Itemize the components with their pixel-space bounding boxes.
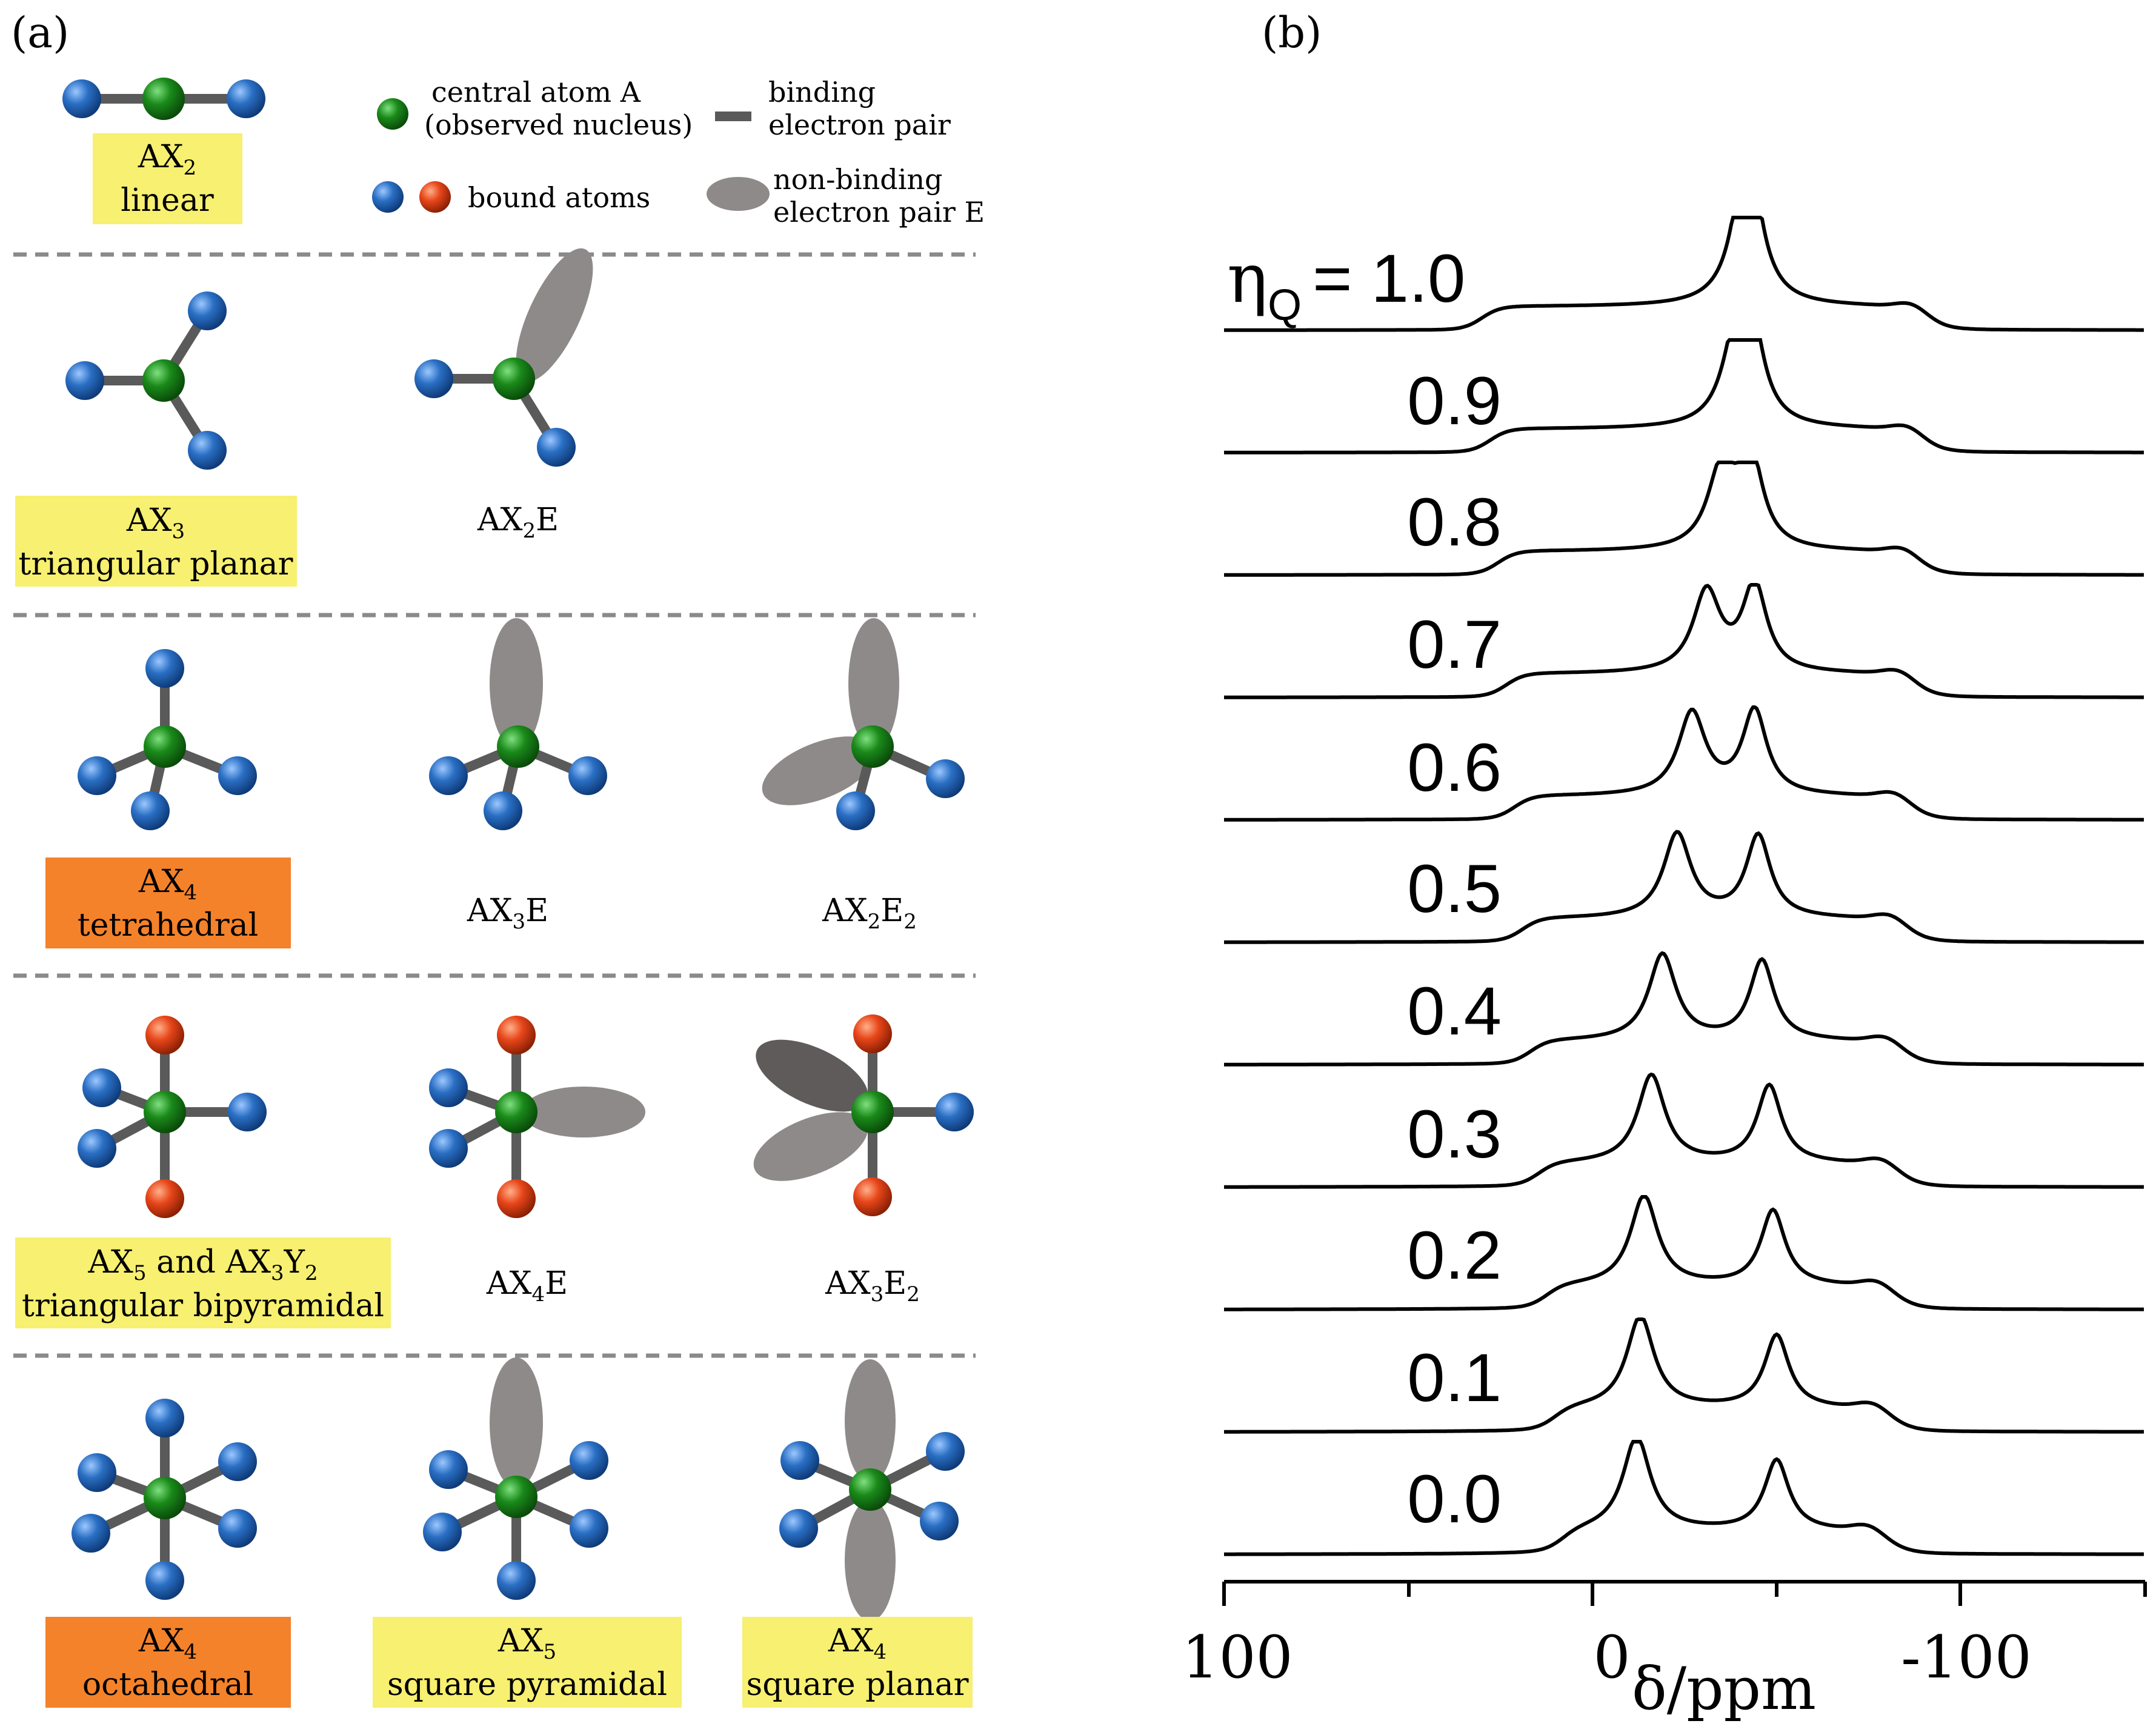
label-boxes	[15, 133, 973, 1708]
molecule-ax5	[78, 1016, 267, 1218]
molecule-labels: AX2 linear AX3 triangular planar AX2E AX…	[19, 139, 969, 1703]
series-label-0.2: 0.2	[1407, 1217, 1502, 1293]
series-label-0.9: 0.9	[1407, 363, 1502, 439]
series-labels: 0.9 0.8 0.7 0.6 0.5 0.4 0.3 0.2 0.1 0.0	[1407, 363, 1502, 1537]
legend-nonbinding-line2: electron pair E	[773, 196, 985, 228]
molecule-ax3	[65, 291, 227, 470]
label-ax4sq-name: AX4	[828, 1623, 887, 1664]
spectrum-eta-0.1	[1224, 1317, 2144, 1434]
molecule-ax3e2	[753, 1014, 974, 1216]
label-ax2e: AX2E	[477, 502, 559, 543]
legend-nonbinding-line1: non-binding	[773, 163, 943, 196]
legend: central atom A (observed nucleus) bound …	[372, 76, 985, 228]
legend-bound-blue-icon	[372, 181, 404, 213]
box-ax3	[15, 496, 297, 587]
x-axis	[1222, 1580, 2147, 1606]
legend-bound-text: bound atoms	[468, 181, 650, 214]
label-ax2-geom: linear	[121, 182, 214, 219]
box-ax4-octahedral	[45, 1617, 291, 1708]
molecule-ax5-square-pyramidal	[423, 1357, 608, 1600]
spectrum-eta-0.9	[1224, 338, 2144, 455]
label-ax3e: AX3E	[467, 893, 548, 934]
series-label-0.8: 0.8	[1407, 484, 1502, 560]
series-label-0.1: 0.1	[1407, 1340, 1502, 1416]
label-ax3-geom: triangular planar	[19, 546, 293, 582]
label-ax5-name: AX5 and AX3Y2	[87, 1244, 318, 1285]
label-ax5-geom: triangular bipyramidal	[22, 1288, 384, 1324]
x-tick-labels: 100 0 -100	[1182, 1623, 2031, 1691]
spectrum-eta-0.3	[1224, 1072, 2144, 1189]
legend-central-atom-icon	[377, 98, 408, 130]
spectrum-eta-0.8	[1224, 461, 2144, 577]
spectrum-eta-0.4	[1224, 951, 2144, 1067]
box-ax4-square-planar	[742, 1617, 973, 1708]
row-dividers	[13, 252, 976, 1358]
legend-central-line1: central atom A	[431, 76, 641, 108]
spectra-plot	[1224, 216, 2144, 1556]
series-label-0.0: 0.0	[1407, 1461, 1502, 1537]
molecules	[62, 78, 974, 1621]
molecule-ax3e	[429, 618, 607, 830]
spectrum-eta-0.0	[1224, 1440, 2144, 1556]
label-ax4e: AX4E	[486, 1265, 568, 1307]
panel-b-label: (b)	[1262, 8, 1322, 58]
legend-central-line2: (observed nucleus)	[424, 108, 693, 141]
box-ax5	[15, 1237, 391, 1328]
box-ax4-tetrahedral	[45, 858, 291, 948]
spectrum-eta-0.7	[1224, 583, 2144, 699]
spectrum-eta-0.5	[1224, 830, 2144, 944]
molecule-ax4e	[429, 1016, 645, 1218]
legend-binding-line2: electron pair	[768, 108, 951, 141]
spectrum-eta-0.6	[1224, 705, 2144, 822]
x-axis-label: δ/ppm	[1632, 1655, 1816, 1723]
molecule-ax6-octahedral	[72, 1399, 257, 1600]
label-ax4sq-geom: square planar	[747, 1667, 969, 1703]
legend-lone-pair-icon	[707, 177, 770, 211]
box-ax5-square-pyramidal	[373, 1617, 682, 1708]
label-ax3e2: AX3E2	[825, 1265, 920, 1307]
series-label-0.4: 0.4	[1407, 973, 1502, 1049]
series-label-0.3: 0.3	[1407, 1096, 1502, 1172]
label-ax4t-name: AX4	[138, 864, 197, 905]
legend-bound-red-icon	[419, 181, 451, 213]
molecule-ax4-tetrahedral	[78, 649, 257, 830]
label-ax2-name: AX2	[138, 139, 196, 180]
box-ax2	[93, 133, 242, 224]
legend-binding-line1: binding	[768, 76, 876, 108]
molecule-ax2e2	[762, 618, 965, 830]
series-label-0.7: 0.7	[1407, 607, 1502, 682]
label-ax5sp-geom: square pyramidal	[387, 1667, 667, 1703]
molecule-ax2e	[414, 248, 593, 467]
label-ax4o-geom: octahedral	[82, 1667, 253, 1703]
panel-a-label: (a)	[11, 8, 69, 58]
series-label-0.5: 0.5	[1407, 851, 1502, 927]
label-ax5sp-name: AX5	[497, 1623, 556, 1664]
molecule-ax2	[62, 78, 265, 120]
molecule-ax4-square-planar	[779, 1359, 965, 1621]
spectrum-eta-1.0	[1224, 216, 2144, 332]
label-ax4t-geom: tetrahedral	[78, 907, 258, 944]
eta-label: ηQ= 1.0	[1227, 239, 1465, 330]
x-tick-label-m100: -100	[1901, 1623, 2032, 1691]
x-tick-label-100: 100	[1182, 1623, 1293, 1691]
x-tick-label-0: 0	[1593, 1623, 1630, 1691]
series-label-0.6: 0.6	[1407, 730, 1502, 805]
spectrum-eta-0.2	[1224, 1195, 2144, 1311]
label-ax2e2: AX2E2	[822, 893, 917, 934]
label-ax4o-name: AX4	[138, 1623, 197, 1664]
label-ax3-name: AX3	[126, 502, 185, 544]
